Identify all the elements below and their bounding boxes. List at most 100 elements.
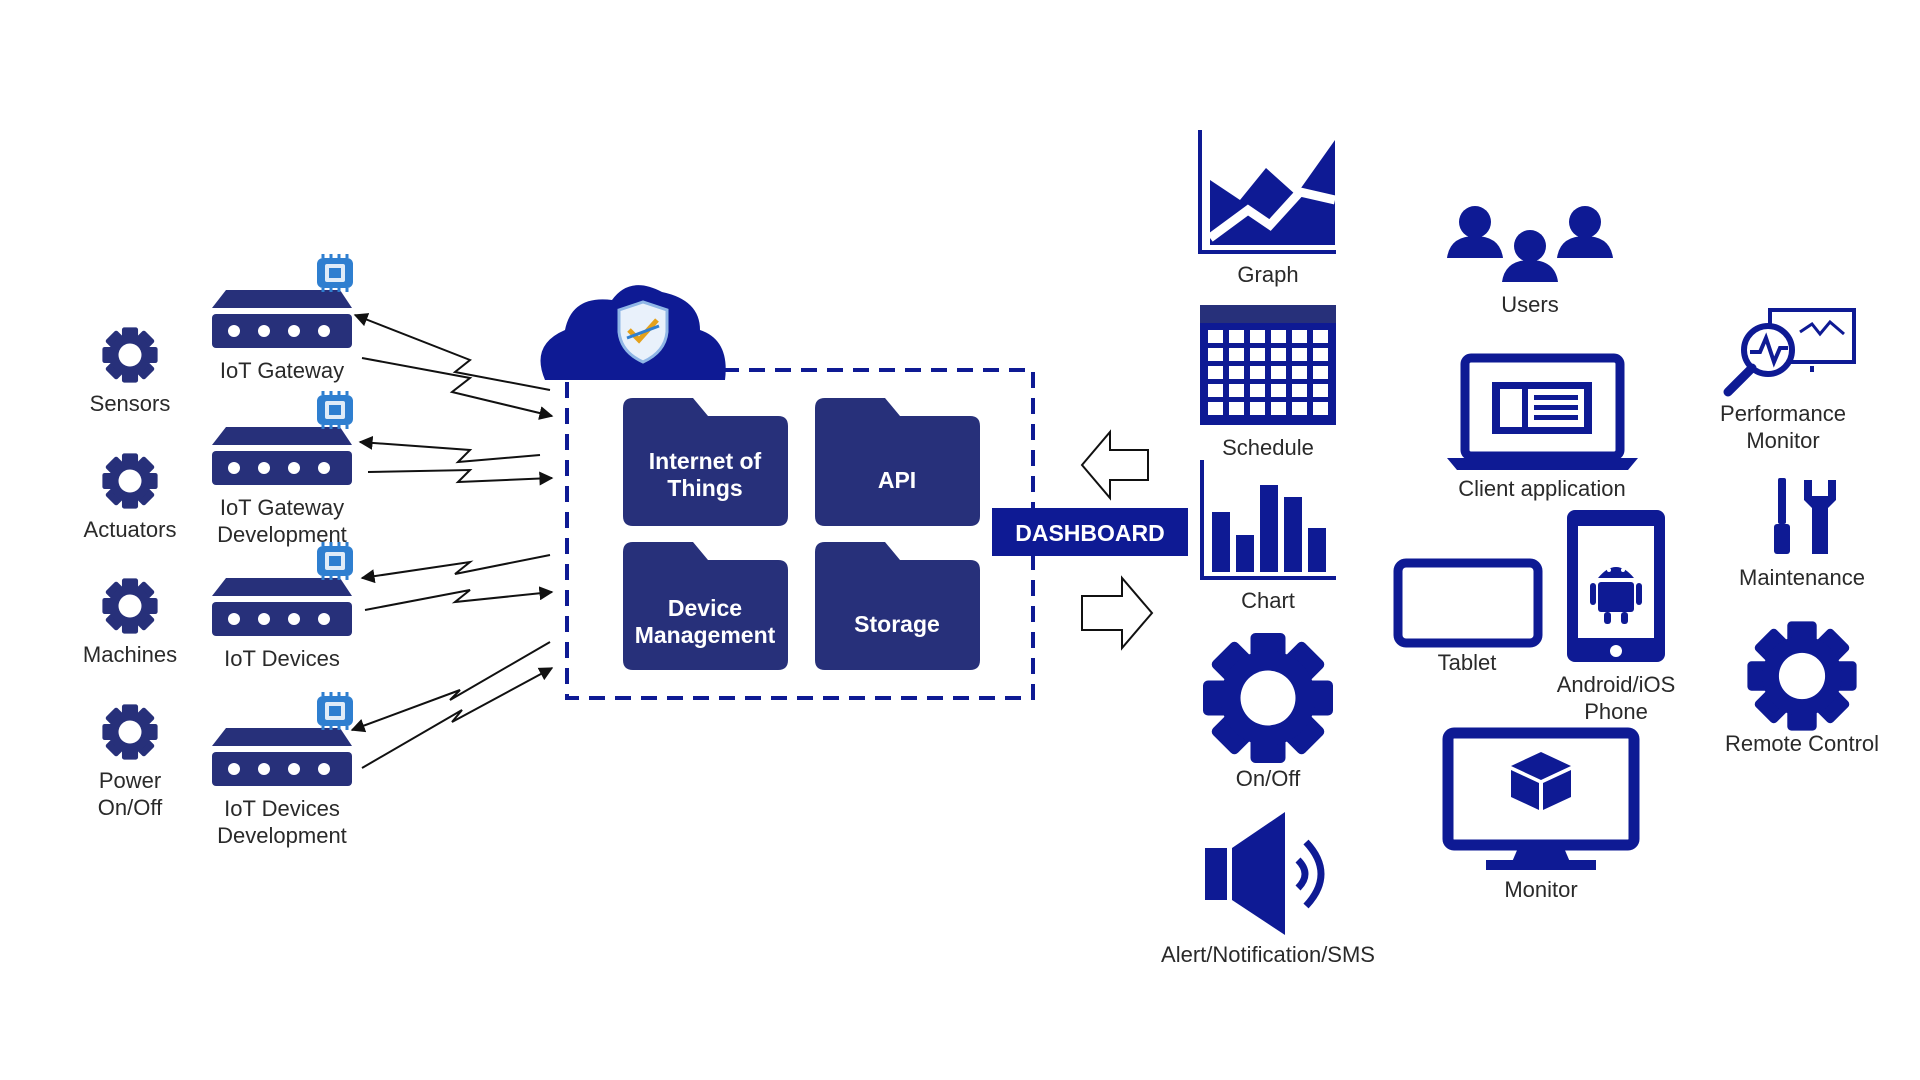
gear-icon [102,704,158,760]
folder-storage-label: Storage [854,611,940,637]
gateway-connectors [350,313,554,769]
calendar-cell [1313,348,1328,361]
folder-storage: Storage [815,542,980,670]
calendar-cell [1229,384,1244,397]
connector-gateway-dev-out [367,468,554,486]
shield-icon [617,300,669,364]
calendar-cell [1229,348,1244,361]
calendar-cell [1271,330,1286,343]
client-application: Client application [1447,353,1638,501]
folder-iot-label-line2: Things [667,475,742,501]
cloud-platform: Internet of Things API Device Management… [540,285,1035,700]
performance-label-line2: Monitor [1746,428,1819,453]
service-remote-control: Remote Control [1725,621,1879,756]
tablet-icon [1393,558,1543,648]
folder-icon [815,398,980,526]
calendar-cell [1208,402,1223,415]
machines-node: Machines [83,578,177,667]
calendar-cell [1208,330,1223,343]
connector-devices-out [364,586,554,611]
monitor-label: Monitor [1504,877,1577,902]
feature-alert: Alert/Notification/SMS [1161,812,1375,967]
calendar-cell [1292,384,1307,397]
dashboard-label: DASHBOARD [1015,520,1165,546]
gear-icon [102,327,158,383]
calendar-cell [1208,348,1223,361]
calendar-cell [1292,402,1307,415]
calendar-cell [1250,402,1265,415]
client-monitor: Monitor [1442,727,1640,902]
iot-devices-label: IoT Devices [224,646,340,671]
connector-gateway-dev-in [358,435,541,464]
iot-gateway-dev-node: IoT Gateway Development [210,389,355,547]
power-node: Power On/Off [98,704,163,820]
router-icon [210,389,355,487]
calendar-cell [1271,402,1286,415]
iot-gateway-dev-label-line2: Development [217,522,347,547]
machines-label: Machines [83,642,177,667]
folder-iot-label-line1: Internet of [649,448,762,474]
laptop-icon [1447,353,1638,470]
service-maintenance: Maintenance [1739,478,1865,590]
iot-gateway-label: IoT Gateway [220,358,344,383]
calendar-cell [1292,366,1307,379]
calendar-cell [1229,366,1244,379]
client-phone: Android/iOS Phone [1557,510,1676,724]
monitor-icon [1442,727,1640,870]
calendar-cell [1271,348,1286,361]
router-icon [210,252,355,350]
maintenance-label: Maintenance [1739,565,1865,590]
performance-monitor-icon [1723,308,1856,397]
gear-icon [102,453,158,509]
feature-chart: Chart [1200,460,1336,613]
speaker-icon [1205,812,1325,935]
on-off-label: On/Off [1236,766,1301,791]
folder-dm-label-line1: Device [668,595,742,621]
gear-icon [1203,633,1333,763]
power-label-line1: Power [99,768,161,793]
feature-schedule: Schedule [1200,305,1336,460]
graph-label: Graph [1237,262,1298,287]
users-icon [1447,206,1613,282]
calendar-cell [1292,330,1307,343]
area-graph-icon [1198,130,1337,254]
connector-devices-dev-in [350,641,551,733]
router-icon [210,690,355,788]
gear-icon [102,578,158,634]
feature-graph: Graph [1198,130,1337,287]
sensors-label: Sensors [90,391,171,416]
iot-devices-dev-label-line1: IoT Devices [224,796,340,821]
iot-devices-node: IoT Devices [210,540,355,671]
actuators-node: Actuators [84,453,177,542]
calendar-cell [1208,384,1223,397]
phone-label-line1: Android/iOS [1557,672,1676,697]
arrow-right-icon [1081,575,1154,651]
gear-icon [1747,621,1857,731]
calendar-cell [1313,330,1328,343]
calendar-cell [1229,330,1244,343]
bar-chart-icon [1200,460,1336,580]
folder-icon [815,542,980,670]
arrow-left-icon [1080,429,1149,501]
folder-api: API [815,398,980,526]
calendar-cell [1250,384,1265,397]
calendar-cell [1313,384,1328,397]
dashboard-bar: DASHBOARD [992,508,1188,556]
connector-gateway-in [353,313,551,391]
phone-label-line2: Phone [1584,699,1648,724]
tools-icon [1774,478,1836,554]
android-phone-icon [1567,510,1665,662]
calendar-cell [1208,366,1223,379]
calendar-cell [1229,402,1244,415]
calendar-cell [1250,348,1265,361]
remote-control-label: Remote Control [1725,731,1879,756]
actuators-label: Actuators [84,517,177,542]
calendar-cell [1250,330,1265,343]
alert-label: Alert/Notification/SMS [1161,942,1375,967]
power-label-line2: On/Off [98,795,163,820]
users-label: Users [1501,292,1558,317]
iot-devices-dev-label-line2: Development [217,823,347,848]
client-tablet: Tablet [1393,558,1543,675]
client-application-label: Client application [1458,476,1626,501]
